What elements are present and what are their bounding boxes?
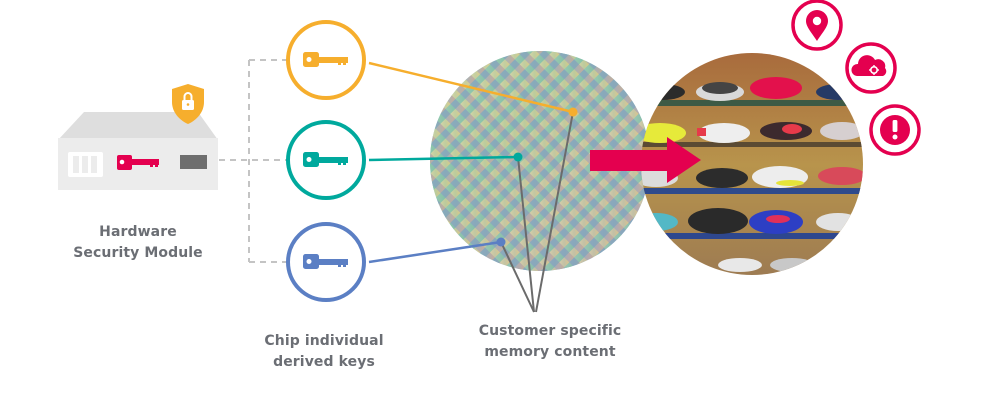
key-icon [303,52,348,67]
key-orange-circle [286,20,366,100]
keys-label: Chip individual derived keys [244,331,404,373]
memory-label: Customer specific memory content [460,321,640,363]
location-pin-icon [791,0,843,51]
line-blue [368,240,502,264]
hsm-vent [68,152,103,177]
hsm-label-line2: Security Module [73,245,203,261]
cloud-gear-icon [845,42,897,94]
hsm-label-line1: Hardware [99,224,177,240]
alert-exclamation-icon [869,104,921,156]
hardware-security-module [58,84,218,190]
hsm-dashed-connectors [219,59,288,263]
keys-label-line1: Chip individual [264,333,384,349]
hsm-slot [180,155,207,169]
dot-blue [496,237,506,247]
key-to-memory-lines [368,61,574,264]
line-orange [368,61,574,114]
shield-lock-icon [172,84,204,124]
dot-teal [513,152,523,162]
line-teal [368,155,519,162]
key-blue-circle [286,222,366,302]
hsm-roof [58,112,218,140]
keys-label-line2: derived keys [273,354,375,370]
hsm-key-icon [117,155,159,170]
memory-label-line2: memory content [484,344,616,360]
hsm-label: Hardware Security Module [48,222,228,264]
key-icon [303,152,348,167]
key-icon [303,254,348,269]
memory-pointer-lines [500,111,574,313]
arrow-right-icon [590,137,701,183]
dot-orange [568,107,578,117]
memory-label-line1: Customer specific [478,323,622,339]
derived-keys [286,20,366,302]
key-teal-circle [286,120,366,200]
